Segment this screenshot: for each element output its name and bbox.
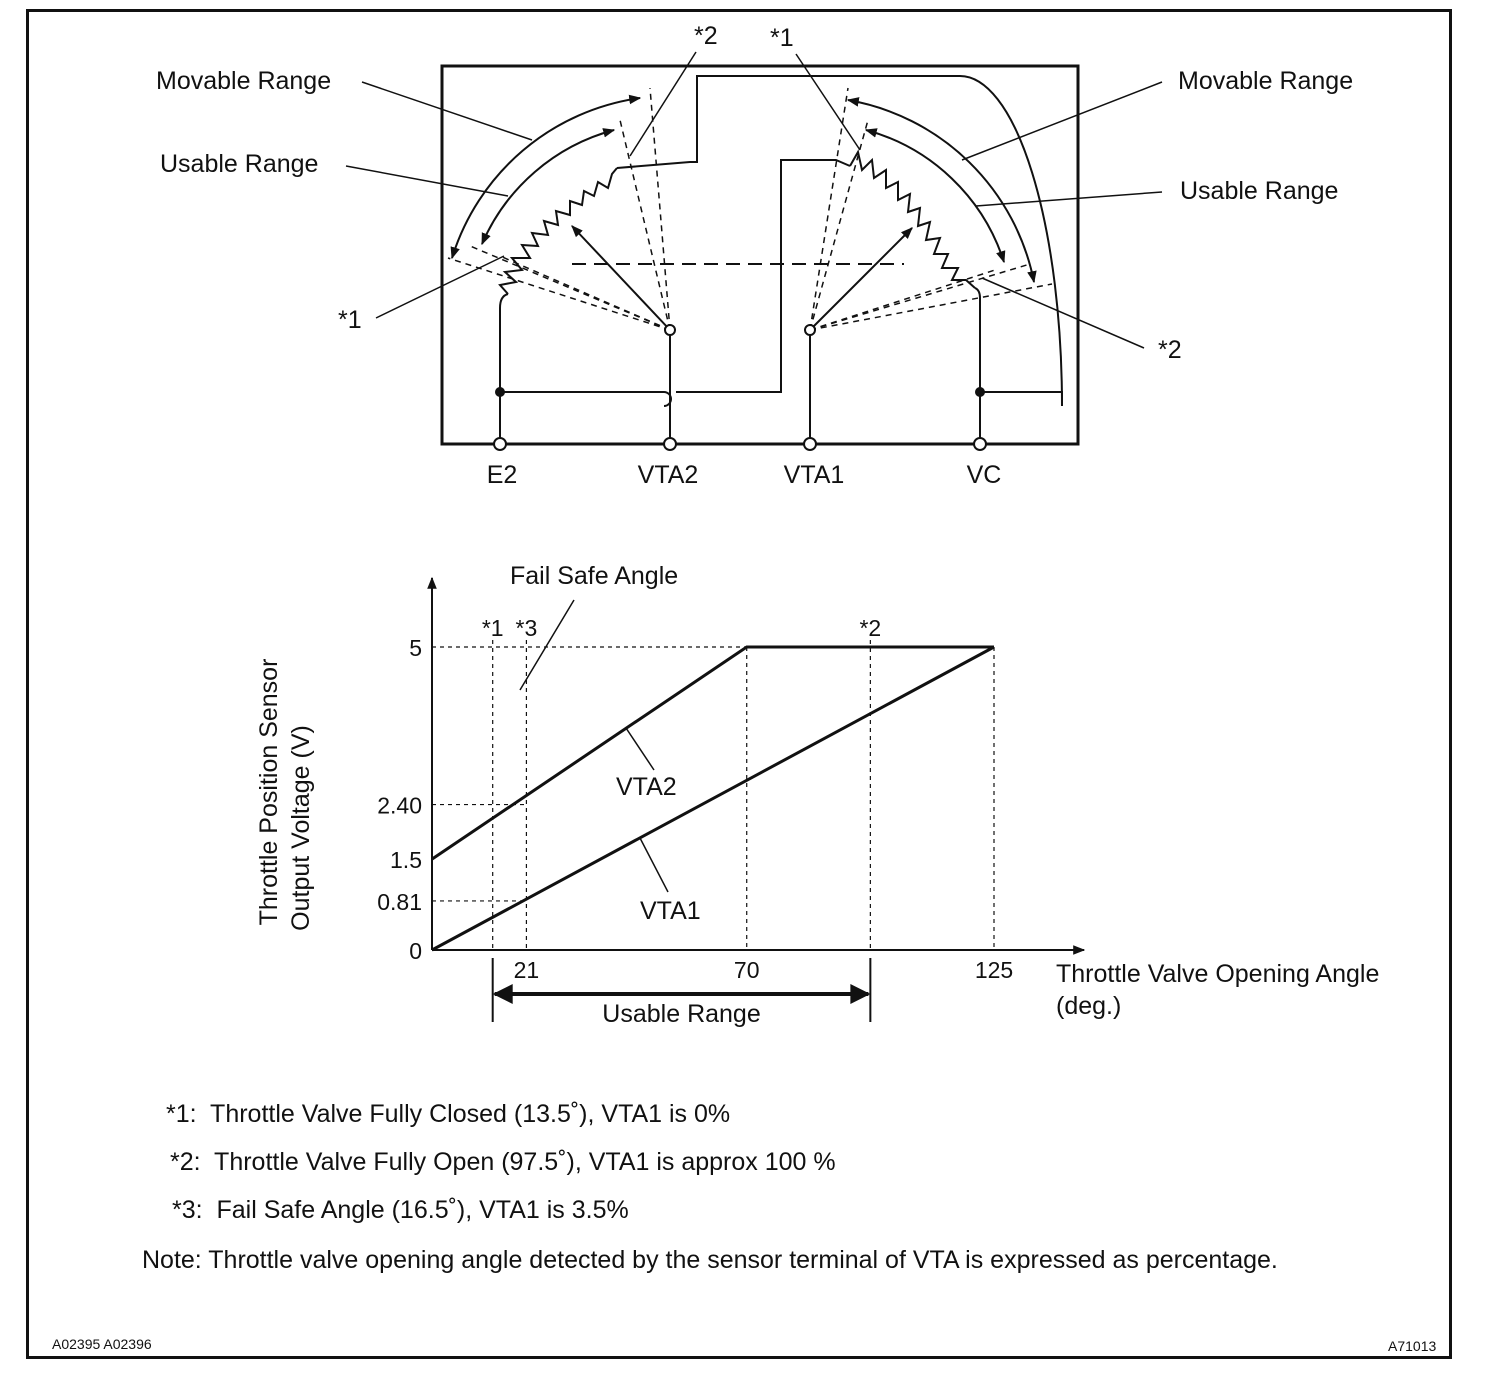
- label-usable-range-left: Usable Range: [160, 150, 318, 178]
- terminal-label-vta2: VTA2: [638, 461, 699, 489]
- note-1-text: Throttle Valve Fully Closed (13.5˚), VTA…: [210, 1100, 731, 1128]
- note-2-mark: *2:: [170, 1148, 201, 1176]
- vta1-usable-range-arc: [864, 128, 1006, 264]
- y-tick-label: 2.40: [377, 793, 422, 819]
- leader-marker1-left: [375, 255, 505, 319]
- leader-movable-right: [961, 81, 1163, 161]
- note-general: Note: Throttle valve opening angle detec…: [142, 1246, 1278, 1275]
- vta1-pivot: [804, 324, 816, 336]
- x-tick-label: 70: [734, 957, 760, 983]
- terminal-label-vta1: VTA1: [784, 461, 845, 489]
- note-1-mark: *1:: [166, 1100, 197, 1128]
- series-leader-vta1: [639, 837, 669, 893]
- note-3: *3: Fail Safe Angle (16.5˚), VTA1 is 3.5…: [172, 1196, 629, 1225]
- e2-bus-wire: [499, 293, 509, 444]
- leader-movable-left: [361, 81, 533, 141]
- terminal-e2: [493, 437, 507, 451]
- usable-range-end-bars: [491, 958, 872, 1022]
- e2-cross-wire-2: [676, 159, 851, 393]
- terminal-vta2: [663, 437, 677, 451]
- figure-code-left: A02395 A02396: [52, 1336, 152, 1352]
- terminal-vc: [973, 437, 987, 451]
- note-3-text: Fail Safe Angle (16.5˚), VTA1 is 3.5%: [216, 1196, 629, 1224]
- note-general-text: Throttle valve opening angle detected by…: [208, 1246, 1278, 1274]
- x-tick-label: 21: [514, 957, 540, 983]
- y-tick-label: 5: [409, 635, 422, 661]
- series-leader-vta2: [625, 727, 655, 771]
- note-2-text: Throttle Valve Fully Open (97.5˚), VTA1 …: [214, 1148, 836, 1176]
- x-tick-label: 125: [975, 957, 1013, 983]
- y-tick-label: 1.5: [390, 847, 422, 873]
- figure-code-right: A71013: [1388, 1338, 1437, 1354]
- vta1-resistor: [849, 149, 976, 289]
- leader-marker2-top: [629, 51, 697, 157]
- note-general-mark: Note:: [142, 1246, 202, 1274]
- sensor-schematic: [345, 51, 1163, 451]
- y-tick-label: 0: [409, 938, 422, 964]
- y-axis-label-line-2: Output Voltage (V): [287, 725, 315, 931]
- sensor-housing: [440, 64, 1080, 446]
- y-axis-label-line-1: Throttle Position Sensor: [255, 659, 283, 926]
- leader-marker2-right: [981, 277, 1145, 349]
- fail-safe-angle-label: Fail Safe Angle: [510, 562, 678, 590]
- chart-markers: *1 *3 *2: [482, 615, 881, 950]
- e2-cross-wire: [500, 391, 672, 407]
- note-2: *2: Throttle Valve Fully Open (97.5˚), V…: [170, 1148, 836, 1177]
- label-usable-range-right: Usable Range: [1180, 177, 1338, 205]
- chart-ticks: 0 0.81 1.5 2.40 5 21 70 125: [377, 635, 1013, 983]
- vc-wire: [974, 287, 981, 444]
- x-axis-label-line-2: (deg.): [1056, 992, 1121, 1020]
- terminal-label-e2: E2: [487, 461, 518, 489]
- fail-safe-leader: [519, 599, 575, 691]
- label-movable-range-left: Movable Range: [156, 67, 331, 95]
- vta2-pivot: [664, 324, 676, 336]
- leader-marker1-top: [795, 53, 861, 151]
- vta1-wiper-arrow: [809, 227, 913, 331]
- output-voltage-chart: 0 0.81 1.5 2.40 5 21 70 125 *1 *3 *2 Throttle Pos…: [255, 562, 1379, 1028]
- terminal-label-vc: VC: [967, 461, 1002, 489]
- series-line-vta1: [431, 645, 995, 952]
- leader-usable-right: [975, 191, 1163, 207]
- label-marker1-left: *1: [338, 306, 362, 334]
- label-marker2-top: *2: [694, 22, 718, 50]
- junction-dot-e2: [495, 387, 505, 397]
- vta2-resistor: [498, 167, 618, 295]
- marker-label: *3: [516, 615, 538, 641]
- note-3-mark: *3:: [172, 1196, 203, 1224]
- junction-dot-vc: [975, 387, 985, 397]
- marker-label: *1: [482, 615, 504, 641]
- label-marker1-top: *1: [770, 24, 794, 52]
- vta2-wiper-arrow: [571, 225, 671, 331]
- usable-range-label: Usable Range: [602, 1000, 760, 1028]
- vta2-usable-range-arc: [481, 128, 616, 246]
- series-label-vta1: VTA1: [640, 897, 701, 925]
- chart-guides: [432, 646, 995, 950]
- label-marker2-right: *2: [1158, 336, 1182, 364]
- label-movable-range-right: Movable Range: [1178, 67, 1353, 95]
- y-tick-label: 0.81: [377, 889, 422, 915]
- note-1: *1: Throttle Valve Fully Closed (13.5˚),…: [166, 1100, 730, 1129]
- chart-series: [431, 645, 995, 952]
- leader-usable-left: [345, 165, 509, 197]
- marker-label: *2: [859, 615, 881, 641]
- series-line-vta2: [431, 645, 994, 861]
- terminal-vta1: [803, 437, 817, 451]
- x-axis-label-line-1: Throttle Valve Opening Angle: [1056, 960, 1379, 988]
- figure-frame: [26, 9, 1452, 1359]
- series-label-vta2: VTA2: [616, 773, 677, 801]
